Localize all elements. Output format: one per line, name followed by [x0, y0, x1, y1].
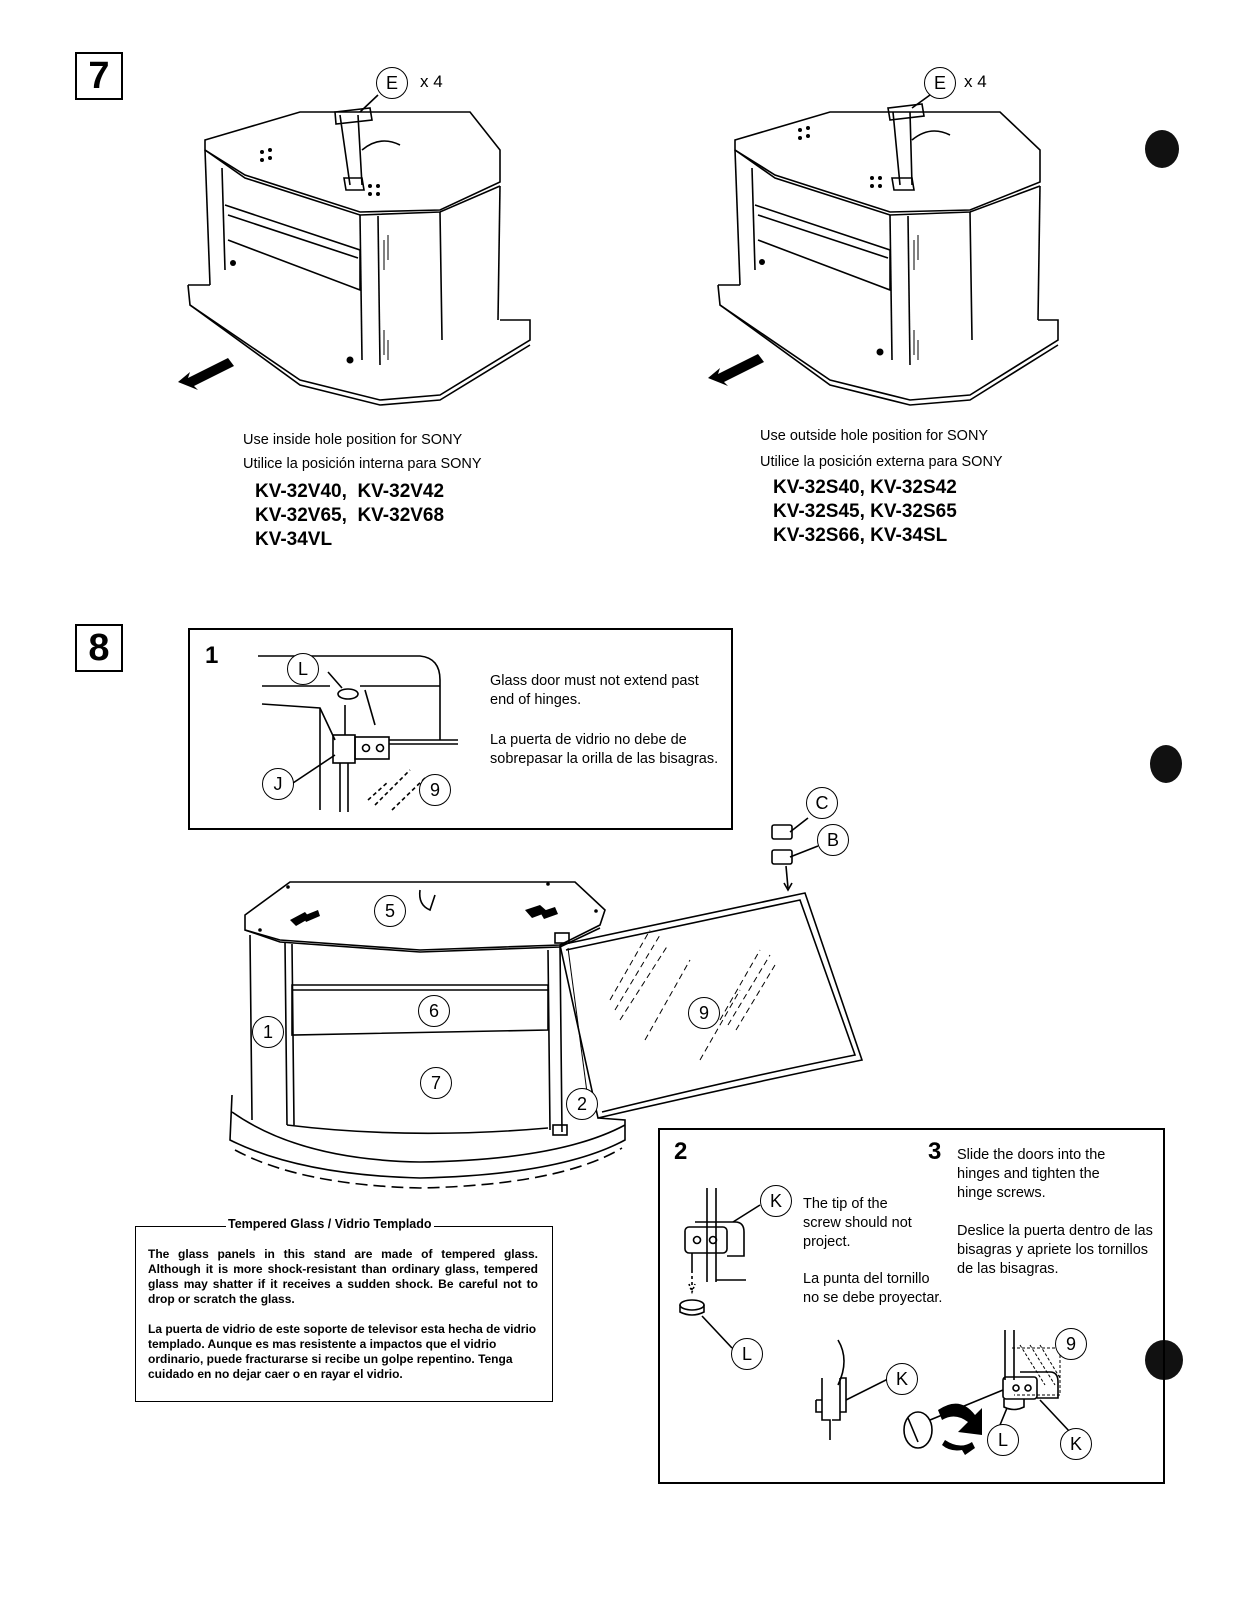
callout-9: 9 [1055, 1328, 1087, 1360]
callout-9: 9 [419, 774, 451, 806]
substep-3-note-es: Deslice la puerta dentro de las bisagras… [957, 1223, 1153, 1277]
substep-3-number: 3 [928, 1138, 942, 1165]
callout-k: K [760, 1185, 792, 1217]
warning-text-es: La puerta de vidrio de este soporte de t… [148, 1322, 537, 1381]
callout-l: L [987, 1424, 1019, 1456]
substep-3-note-en: Slide the doors into the hinges and tigh… [957, 1147, 1106, 1201]
callout-e-right: E [924, 67, 956, 99]
substep-1-note-en: Glass door must not extend past end of h… [490, 673, 699, 708]
substep-2-note-es: La punta del tornillo no se debe proyect… [803, 1271, 943, 1306]
step-8-number: 8 [75, 624, 123, 672]
left-model-line: KV-34VL [255, 529, 333, 550]
substep-2-note-en: The tip of the screw should not project. [803, 1196, 912, 1250]
binder-hole [1150, 745, 1182, 783]
substep-1-box [188, 628, 733, 830]
right-caption-es: Utilice la posición externa para SONY [760, 454, 1003, 470]
callout-k: K [886, 1363, 918, 1395]
callout-e-left: E [376, 67, 408, 99]
callout-part-2: 2 [566, 1088, 598, 1120]
callout-l: L [287, 653, 319, 685]
right-caption-en: Use outside hole position for SONY [760, 428, 989, 444]
callout-part-1: 1 [252, 1016, 284, 1048]
qty-left: x 4 [420, 72, 443, 91]
substep-2-3-box [658, 1128, 1165, 1484]
binder-hole [1145, 130, 1179, 168]
qty-right: x 4 [964, 72, 987, 91]
right-model-line: KV-32S40, KV-32S42 [773, 477, 957, 498]
callout-part-c: C [806, 787, 838, 819]
left-caption-en: Use inside hole position for SONY [243, 432, 463, 448]
substep-2-number: 2 [674, 1138, 688, 1165]
right-model-line: KV-32S45, KV-32S65 [773, 501, 957, 522]
callout-part-7: 7 [420, 1067, 452, 1099]
left-caption-es: Utilice la posición interna para SONY [243, 456, 482, 472]
substep-1-note-es: La puerta de vidrio no debe de sobrepasa… [490, 732, 719, 767]
step-7-number: 7 [75, 52, 123, 100]
callout-l: L [731, 1338, 763, 1370]
left-model-line: KV-32V65, KV-32V68 [255, 505, 445, 526]
substep-1-number: 1 [205, 642, 219, 669]
left-model-line: KV-32V40, KV-32V42 [255, 481, 445, 502]
callout-part-9: 9 [688, 997, 720, 1029]
left-model-list: KV-32V40, KV-32V42 KV-32V65, KV-32V68 KV… [255, 480, 444, 552]
right-model-list: KV-32S40, KV-32S42 KV-32S45, KV-32S65 KV… [773, 476, 957, 548]
warning-text-en: The glass panels in this stand are made … [148, 1247, 538, 1306]
callout-part-b: B [817, 824, 849, 856]
callout-k: K [1060, 1428, 1092, 1460]
callout-part-5: 5 [374, 895, 406, 927]
callout-part-6: 6 [418, 995, 450, 1027]
callout-j: J [262, 768, 294, 800]
warning-title: Tempered Glass / Vidrio Templado [226, 1217, 434, 1231]
right-model-line: KV-32S66, KV-34SL [773, 525, 948, 546]
